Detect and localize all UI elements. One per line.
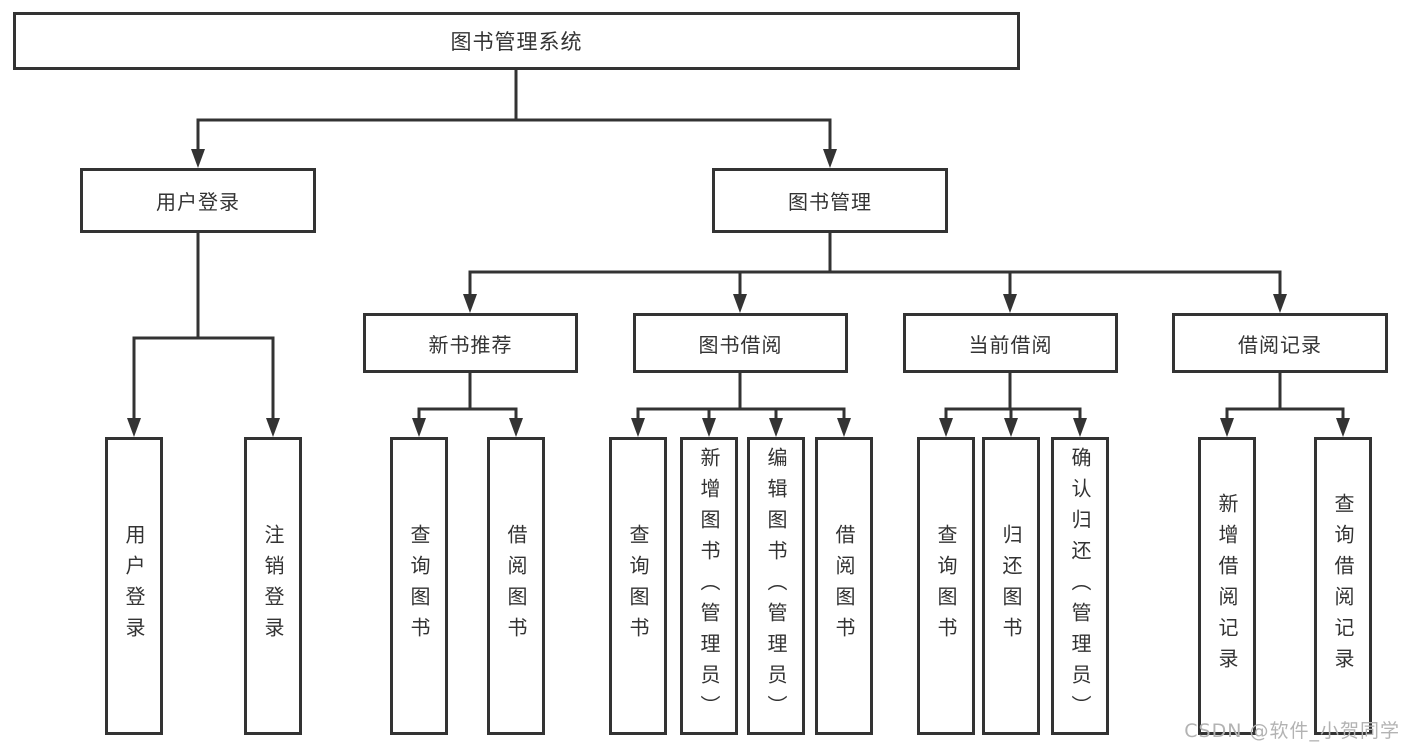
arrow-down-icon (1073, 418, 1087, 437)
arrow-down-icon (939, 418, 953, 437)
connector-newbook-children (417, 373, 518, 419)
node-library-system: 图书管理系统 (13, 12, 1020, 70)
arrow-down-icon (837, 418, 851, 437)
leaf-add-books-admin: 新增图书（管理员） (680, 437, 738, 735)
leaf-borrow-books-2: 借阅图书 (815, 437, 873, 735)
leaf-query-borrow-record: 查询借阅记录 (1314, 437, 1372, 735)
connector-borrowing-children (636, 373, 846, 419)
connector-current-children (944, 373, 1082, 419)
node-book-management: 图书管理 (712, 168, 948, 233)
node-current-borrowing: 当前借阅 (903, 313, 1118, 373)
arrow-down-icon (463, 294, 477, 313)
arrow-down-icon (1273, 294, 1287, 313)
arrow-down-icon (702, 418, 716, 437)
leaf-return-books: 归还图书 (982, 437, 1040, 735)
arrow-down-icon (1220, 418, 1234, 437)
node-borrow-records: 借阅记录 (1172, 313, 1388, 373)
leaf-logout: 注销登录 (244, 437, 302, 735)
arrow-down-icon (191, 149, 205, 168)
arrow-down-icon (127, 418, 141, 437)
leaf-query-books-2: 查询图书 (609, 437, 667, 735)
connector-userlogin-children (132, 233, 275, 419)
arrow-down-icon (769, 418, 783, 437)
arrow-down-icon (412, 418, 426, 437)
leaf-borrow-books-1: 借阅图书 (487, 437, 545, 735)
node-book-borrowing: 图书借阅 (633, 313, 848, 373)
connector-records-children (1225, 373, 1345, 419)
arrow-down-icon (1003, 294, 1017, 313)
arrow-down-icon (631, 418, 645, 437)
connector-bookmgmt-children (468, 233, 1282, 295)
arrow-down-icon (823, 149, 837, 168)
arrow-down-icon (733, 294, 747, 313)
leaf-confirm-return-admin: 确认归还（管理员） (1051, 437, 1109, 735)
leaf-query-books-3: 查询图书 (917, 437, 975, 735)
csdn-watermark: CSDN @软件_小贺同学 (1184, 720, 1400, 742)
node-new-book-recommend: 新书推荐 (363, 313, 578, 373)
connector-root-level2 (196, 70, 832, 150)
arrow-down-icon (509, 418, 523, 437)
node-user-login: 用户登录 (80, 168, 316, 233)
leaf-query-books-1: 查询图书 (390, 437, 448, 735)
arrow-down-icon (1004, 418, 1018, 437)
leaf-edit-books-admin: 编辑图书（管理员） (747, 437, 805, 735)
arrow-down-icon (1336, 418, 1350, 437)
leaf-add-borrow-record: 新增借阅记录 (1198, 437, 1256, 735)
arrow-down-icon (266, 418, 280, 437)
leaf-user-login: 用户登录 (105, 437, 163, 735)
